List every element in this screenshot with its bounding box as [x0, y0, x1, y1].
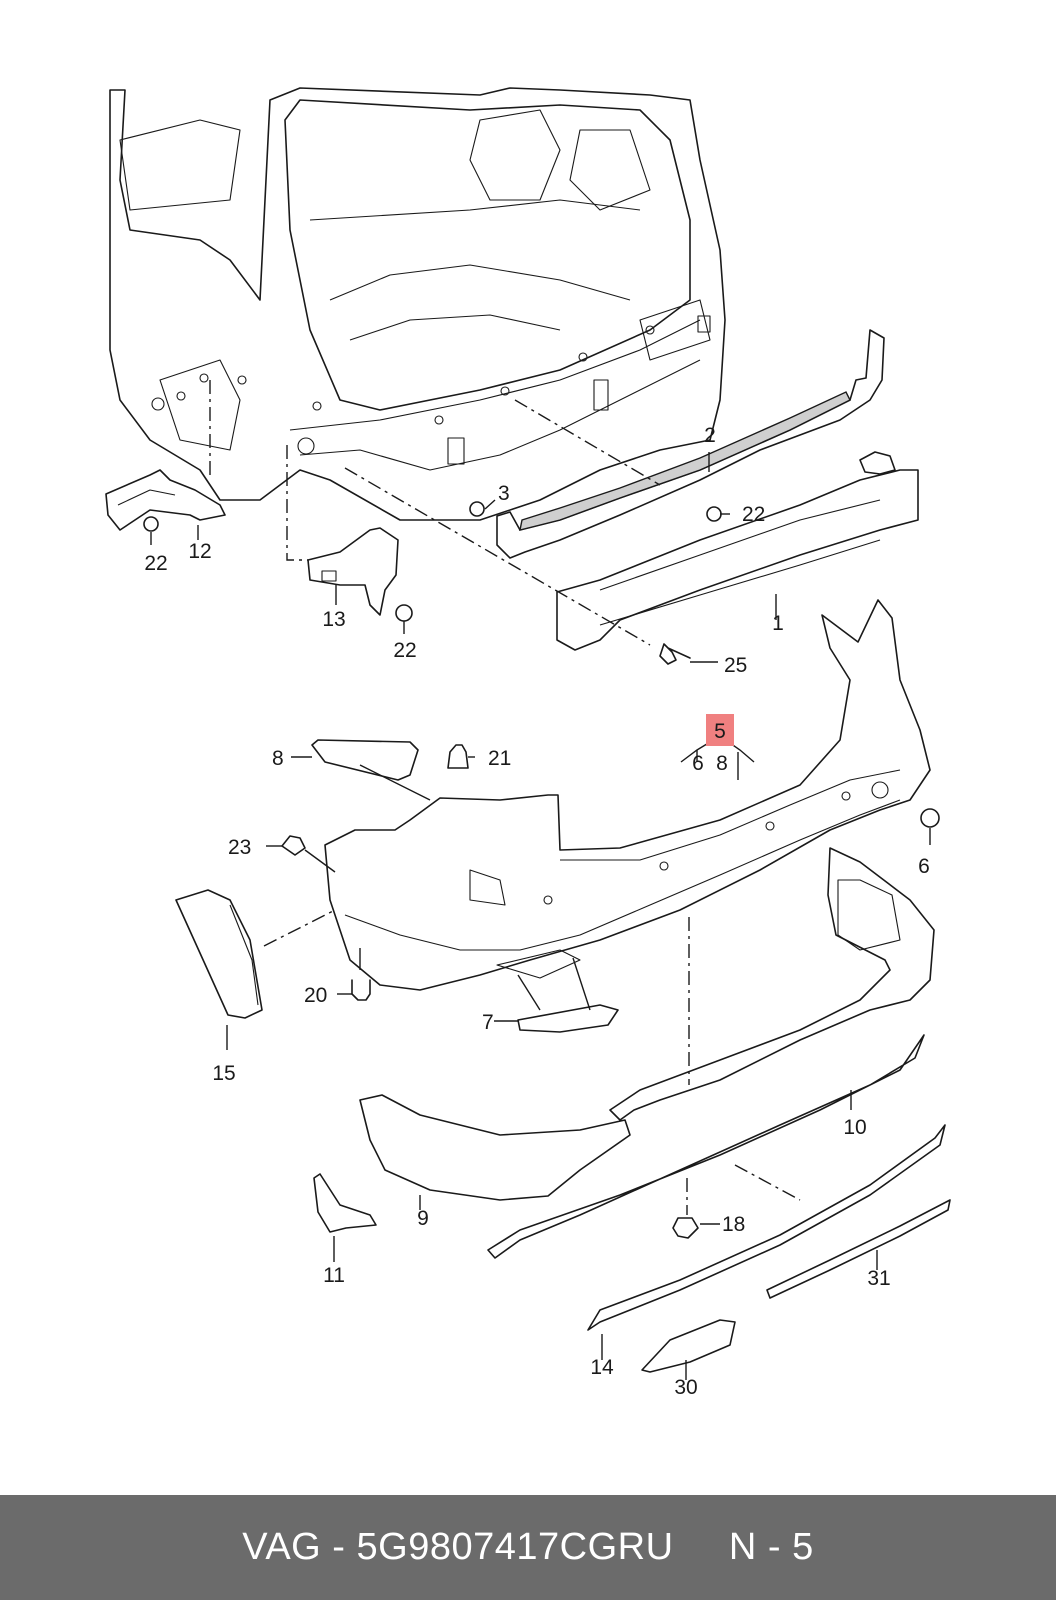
- label-part-21: 21: [488, 747, 511, 770]
- footer-separator-2: -: [767, 1526, 781, 1568]
- part-info-footer: VAG - 5G9807417CGRU N - 5: [0, 1495, 1056, 1600]
- fasteners-top: [143, 501, 722, 665]
- label-part-13: 13: [322, 608, 345, 631]
- brand-name: VAG: [242, 1526, 322, 1568]
- part-13-bracket: [307, 527, 399, 616]
- label-part-2: 2: [704, 424, 716, 447]
- label-part-5: 5: [714, 720, 726, 743]
- part-number: 5G9807417CGRU: [356, 1526, 674, 1568]
- label-part-5-sub-8: 8: [716, 752, 728, 775]
- label-part-1: 1: [772, 612, 784, 635]
- rear-body-shell: [109, 87, 726, 521]
- part-1-carrier-beam: [556, 451, 919, 651]
- label-part-22-right: 22: [742, 503, 765, 526]
- label-part-18: 18: [722, 1213, 745, 1236]
- exploded-parts-diagram: 2 22 3 1 25 22 12 13 22 5 6 8 8 21 23 6 …: [105, 87, 951, 1399]
- small-parts: [175, 739, 940, 1033]
- label-part-15: 15: [212, 1062, 235, 1085]
- label-part-25: 25: [724, 654, 747, 677]
- label-part-23: 23: [228, 836, 251, 859]
- label-part-11: 11: [323, 1264, 345, 1287]
- label-part-6: 6: [918, 855, 930, 878]
- position-number: 5: [792, 1526, 814, 1568]
- position-prefix: N: [728, 1526, 757, 1568]
- label-part-14: 14: [590, 1356, 614, 1379]
- label-part-22-centre: 22: [393, 639, 416, 662]
- label-part-9: 9: [417, 1207, 429, 1230]
- leader-lines: [150, 452, 931, 1380]
- label-part-5-sub-6: 6: [692, 752, 704, 775]
- label-part-8: 8: [272, 747, 284, 770]
- label-part-12: 12: [188, 540, 211, 563]
- label-part-22-left: 22: [144, 552, 167, 575]
- part-9-lower-trim: [359, 1094, 631, 1201]
- label-part-3: 3: [498, 482, 510, 505]
- label-part-30: 30: [674, 1376, 697, 1399]
- label-part-20: 20: [304, 984, 327, 1007]
- assembly-lines: [209, 380, 801, 1215]
- label-part-10: 10: [843, 1116, 866, 1139]
- label-part-7: 7: [482, 1011, 494, 1034]
- part-labels: 2 22 3 1 25 22 12 13 22 5 6 8 8 21 23 6 …: [144, 424, 930, 1399]
- part-2-bracket: [496, 329, 885, 559]
- part-12-bracket: [105, 469, 226, 531]
- part-10-diffuser: [609, 847, 935, 1121]
- footer-separator: -: [332, 1526, 346, 1568]
- part-5-highlight: [706, 714, 734, 746]
- label-part-31: 31: [867, 1267, 890, 1290]
- part-5-bumper-cover: [324, 599, 931, 991]
- trim-strips: [313, 1034, 951, 1373]
